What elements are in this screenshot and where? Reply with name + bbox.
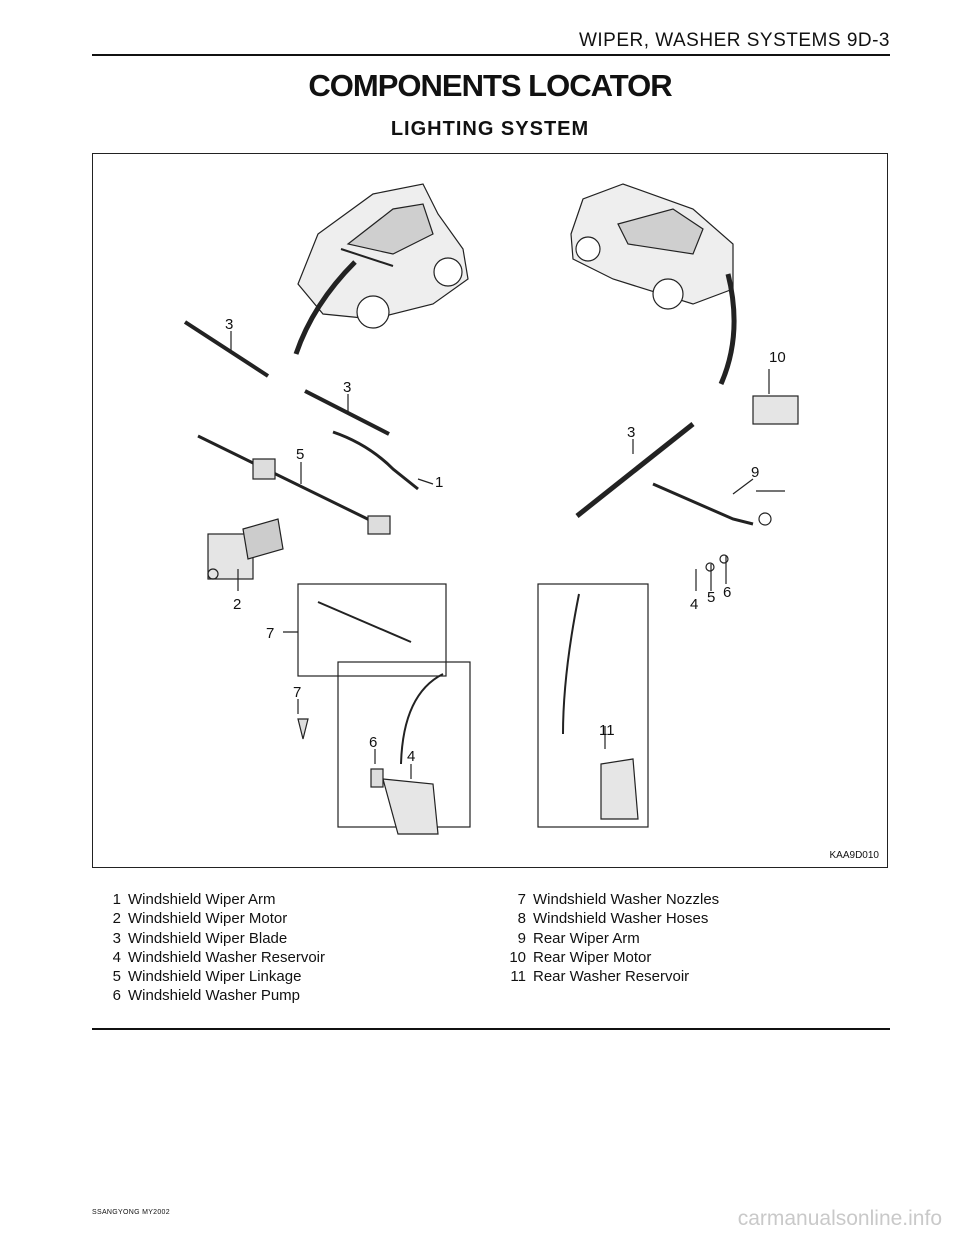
legend-number: 6 — [112, 987, 121, 1005]
legend-label: Windshield Washer Nozzles — [533, 891, 720, 908]
callout-7b: 7 — [293, 684, 301, 701]
legend-number: 4 — [112, 948, 121, 966]
legend-label: Rear Washer Reservoir — [533, 968, 690, 986]
washer-pump — [370, 768, 384, 788]
legend-label: Windshield Washer Hoses — [533, 910, 709, 928]
hoses-box — [297, 583, 447, 677]
legend-label: Rear Wiper Motor — [533, 948, 652, 966]
legend-number: 10 — [509, 948, 526, 966]
callout-3c: 3 — [627, 424, 635, 441]
legend-number: 11 — [510, 968, 526, 986]
page-header-title: WIPER, WASHER SYSTEMS 9D-3 — [578, 30, 890, 51]
wiper-arm — [332, 430, 419, 491]
wiper-blade-3 — [575, 422, 695, 518]
legend-label: Rear Wiper Arm — [533, 929, 640, 947]
legend-number: 8 — [517, 910, 526, 928]
legend-number: 5 — [112, 968, 121, 986]
rear-pointer — [718, 273, 737, 386]
legend-label: Windshield Wiper Motor — [128, 910, 288, 928]
figure-code: KAA9D010 — [829, 850, 879, 861]
callout-11: 11 — [599, 722, 615, 739]
legend-item: 1 Windshield Wiper Arm — [97, 890, 325, 909]
legend-label: Windshield Wiper Linkage — [128, 968, 302, 986]
legend-number: 9 — [517, 929, 526, 947]
callout-4a: 4 — [407, 748, 415, 765]
legend-item: 8 Windshield Washer Hoses — [502, 909, 719, 928]
legend-item: 6 Windshield Washer Pump — [97, 986, 325, 1005]
components-illustration: 3 3 5 1 2 7 7 6 4 11 10 3 9 4 5 6 — [183, 183, 799, 835]
front-pointer — [293, 260, 357, 355]
legend-number: 1 — [112, 891, 121, 908]
callout-2: 2 — [233, 596, 241, 613]
callout-9: 9 — [751, 464, 759, 481]
callout-7a: 7 — [266, 625, 274, 642]
legend-item: 9 Rear Wiper Arm — [502, 929, 719, 948]
legend-number: 7 — [517, 891, 526, 908]
legend-item: 3 Windshield Wiper Blade — [97, 929, 325, 948]
legend-label: Windshield Washer Pump — [128, 987, 301, 1005]
callout-3a: 3 — [225, 316, 233, 333]
callout-5b: 5 — [707, 589, 715, 606]
watermark: carmanualsonline.info — [737, 1207, 942, 1230]
rear-reservoir-box — [537, 583, 649, 828]
page-title: COMPONENTS LOCATOR — [308, 68, 672, 103]
legend-right: 7 Windshield Washer Nozzles 8 Windshield W… — [502, 890, 719, 986]
legend-item: 7 Windshield Washer Nozzles — [502, 890, 720, 909]
wiper-motor-illustration — [207, 518, 284, 580]
legend-item: 2 Windshield Wiper Motor — [97, 909, 325, 928]
washer-nozzle — [297, 718, 309, 740]
legend-item: 10 Rear Wiper Motor — [502, 948, 719, 967]
components-figure: 3 3 5 1 2 7 7 6 4 11 10 3 9 4 5 6 KAA9D0… — [92, 153, 888, 868]
legend-label: Windshield Wiper Blade — [128, 929, 288, 947]
callout-4b: 4 — [690, 596, 698, 613]
footer-model: SSANGYONG MY2002 — [92, 1209, 170, 1216]
legend-number: 3 — [112, 929, 121, 947]
wiper-blade-2 — [304, 389, 390, 436]
legend-label: Windshield Wiper Arm — [128, 891, 276, 908]
page-subtitle: LIGHTING SYSTEM — [390, 118, 590, 140]
rear-vehicle-illustration — [570, 183, 734, 310]
rear-wiper-arm — [652, 482, 754, 526]
callout-3b: 3 — [343, 379, 351, 396]
legend-number: 2 — [112, 910, 121, 928]
legend-item: 11 Rear Washer Reservoir — [502, 967, 719, 986]
legend-label: Windshield Washer Reservoir — [128, 948, 326, 966]
wiper-linkage — [197, 434, 389, 531]
callout-6b: 6 — [723, 584, 731, 601]
legend-item: 5 Windshield Wiper Linkage — [97, 967, 325, 986]
wiper-blade-1 — [183, 320, 270, 378]
rear-wiper-motor-illustration — [752, 395, 799, 425]
legend-item: 4 Windshield Washer Reservoir — [97, 948, 325, 967]
callout-5: 5 — [296, 446, 304, 463]
callout-1: 1 — [435, 474, 443, 491]
header-rule — [92, 54, 890, 56]
bottom-rule — [92, 1028, 890, 1030]
front-vehicle-illustration — [297, 183, 469, 329]
callout-6a: 6 — [369, 734, 377, 751]
callout-10: 10 — [769, 349, 786, 366]
